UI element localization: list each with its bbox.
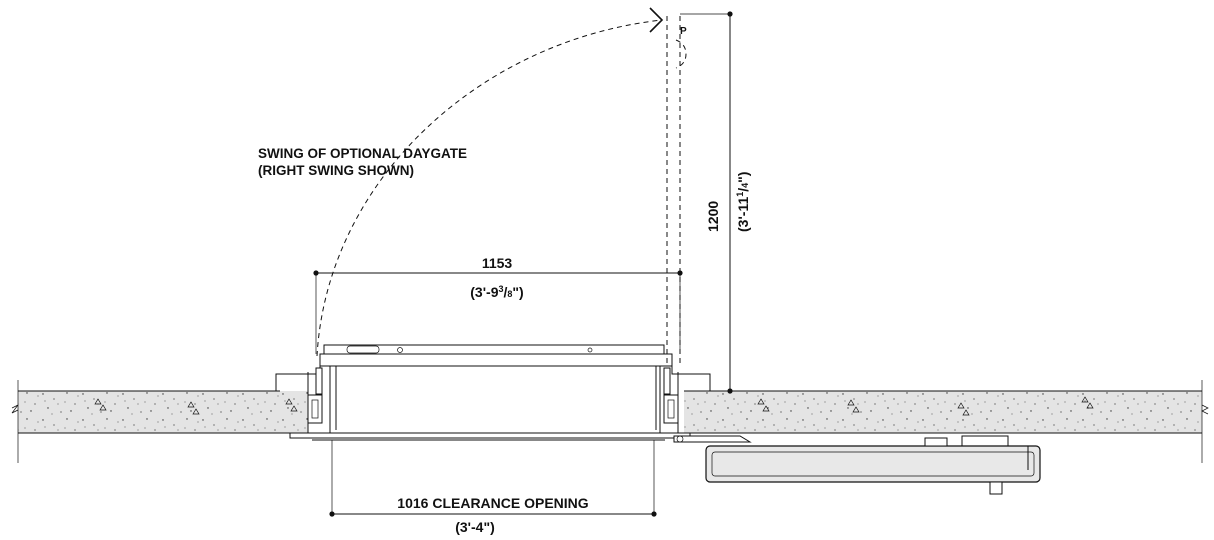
swing-note-line1: SWING OF OPTIONAL DAYGATE — [258, 146, 467, 161]
dimension-vertical: 1200 (3'-111/4") — [680, 11, 751, 394]
concrete-slab-right — [684, 380, 1209, 463]
dim-clearance-imperial: (3'-4") — [455, 519, 495, 535]
dim-horizontal-frac-num: 3 — [499, 284, 504, 294]
dim-horizontal-imperial-main: (3'-9 — [470, 284, 498, 300]
hatch-frame — [275, 344, 711, 441]
svg-text:(3'-111/4"): (3'-111/4") — [735, 172, 751, 232]
dimension-horizontal-top: 1153 (3'-93/8") — [313, 255, 683, 354]
svg-text:(3'-93/8"): (3'-93/8") — [470, 284, 523, 300]
swing-note-line2: (RIGHT SWING SHOWN) — [258, 163, 414, 178]
svg-text:1200: 1200 — [705, 201, 721, 232]
drain-pan-assembly — [673, 435, 1041, 495]
daygate-post: P — [666, 16, 687, 366]
swing-arrow-icon — [649, 7, 664, 33]
svg-text:1153: 1153 — [482, 255, 513, 271]
dim-vertical-metric: 1200 — [705, 201, 721, 232]
daygate-swing-arc — [316, 19, 663, 357]
concrete-slab-left — [11, 380, 308, 463]
dim-clearance-label: 1016 CLEARANCE OPENING — [397, 495, 588, 511]
dimension-clearance: 1016 CLEARANCE OPENING (3'-4") — [329, 440, 657, 535]
dim-vertical-frac-num: 1 — [735, 192, 745, 197]
dim-vertical-imperial-main: (3'-11 — [735, 197, 751, 232]
dim-vertical-frac-den: 4 — [740, 183, 750, 188]
dim-vertical-imperial-tail: ") — [735, 172, 751, 183]
svg-text:P: P — [680, 26, 687, 37]
dim-horizontal-metric: 1153 — [482, 255, 513, 271]
dim-horizontal-frac-den: 8 — [507, 289, 512, 299]
dim-horizontal-imperial-tail: ") — [512, 284, 523, 300]
